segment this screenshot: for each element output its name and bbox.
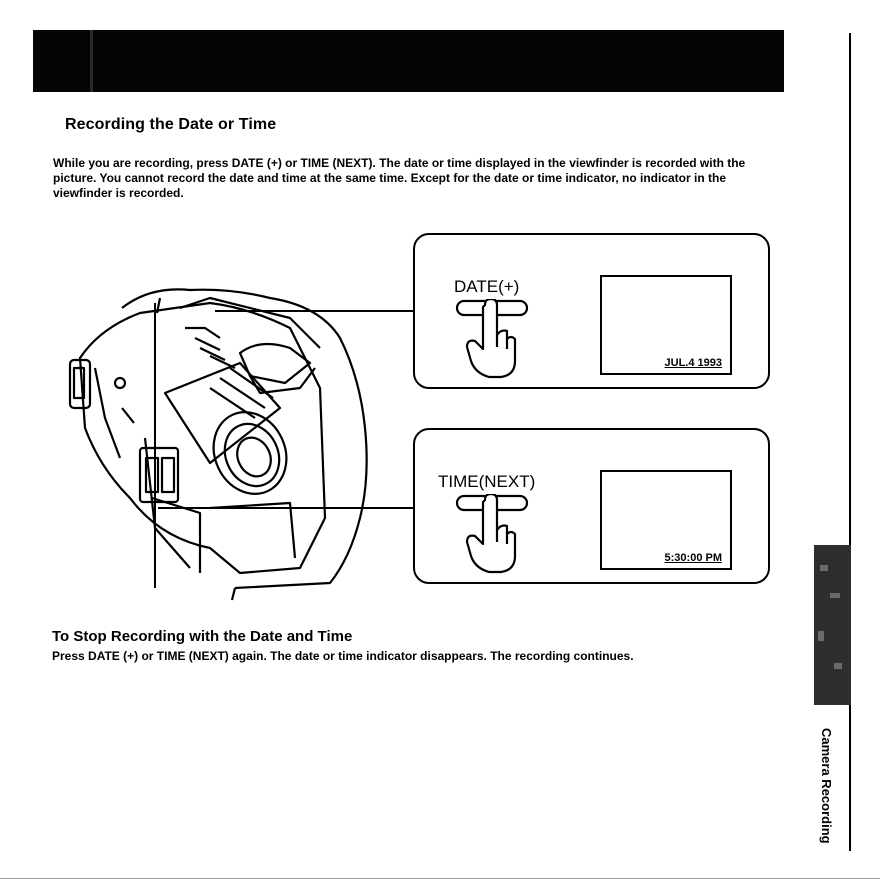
chapter-label: Camera Recording [819, 728, 834, 844]
stop-section-title: To Stop Recording with the Date and Time [52, 628, 353, 645]
header-divider [90, 30, 93, 92]
chapter-tab [814, 545, 851, 705]
date-button-label: DATE(+) [454, 277, 520, 296]
viewfinder-screen-date: JUL.4 1993 [600, 275, 732, 375]
section-title: Recording the Date or Time [65, 116, 277, 133]
header-bar [33, 30, 784, 92]
bottom-edge-rule [0, 878, 880, 879]
time-button-label: TIME(NEXT) [438, 472, 536, 491]
date-panel: DATE(+) JUL.4 1993 [413, 233, 770, 389]
viewfinder-date-value: JUL.4 1993 [664, 357, 722, 369]
stop-section-body: Press DATE (+) or TIME (NEXT) again. The… [52, 649, 634, 663]
viewfinder-time-value: 5:30:00 PM [664, 552, 722, 564]
connector-line-date [215, 310, 415, 312]
viewfinder-screen-time: 5:30:00 PM [600, 470, 732, 570]
hand-pressing-button-icon [455, 494, 529, 574]
time-panel: TIME(NEXT) 5:30:00 PM [413, 428, 770, 584]
connector-line-time [158, 507, 415, 509]
right-margin-rule [849, 33, 851, 851]
intro-paragraph: While you are recording, press DATE (+) … [53, 156, 746, 200]
hand-pressing-button-icon [455, 299, 529, 379]
camcorder-illustration [68, 288, 368, 601]
